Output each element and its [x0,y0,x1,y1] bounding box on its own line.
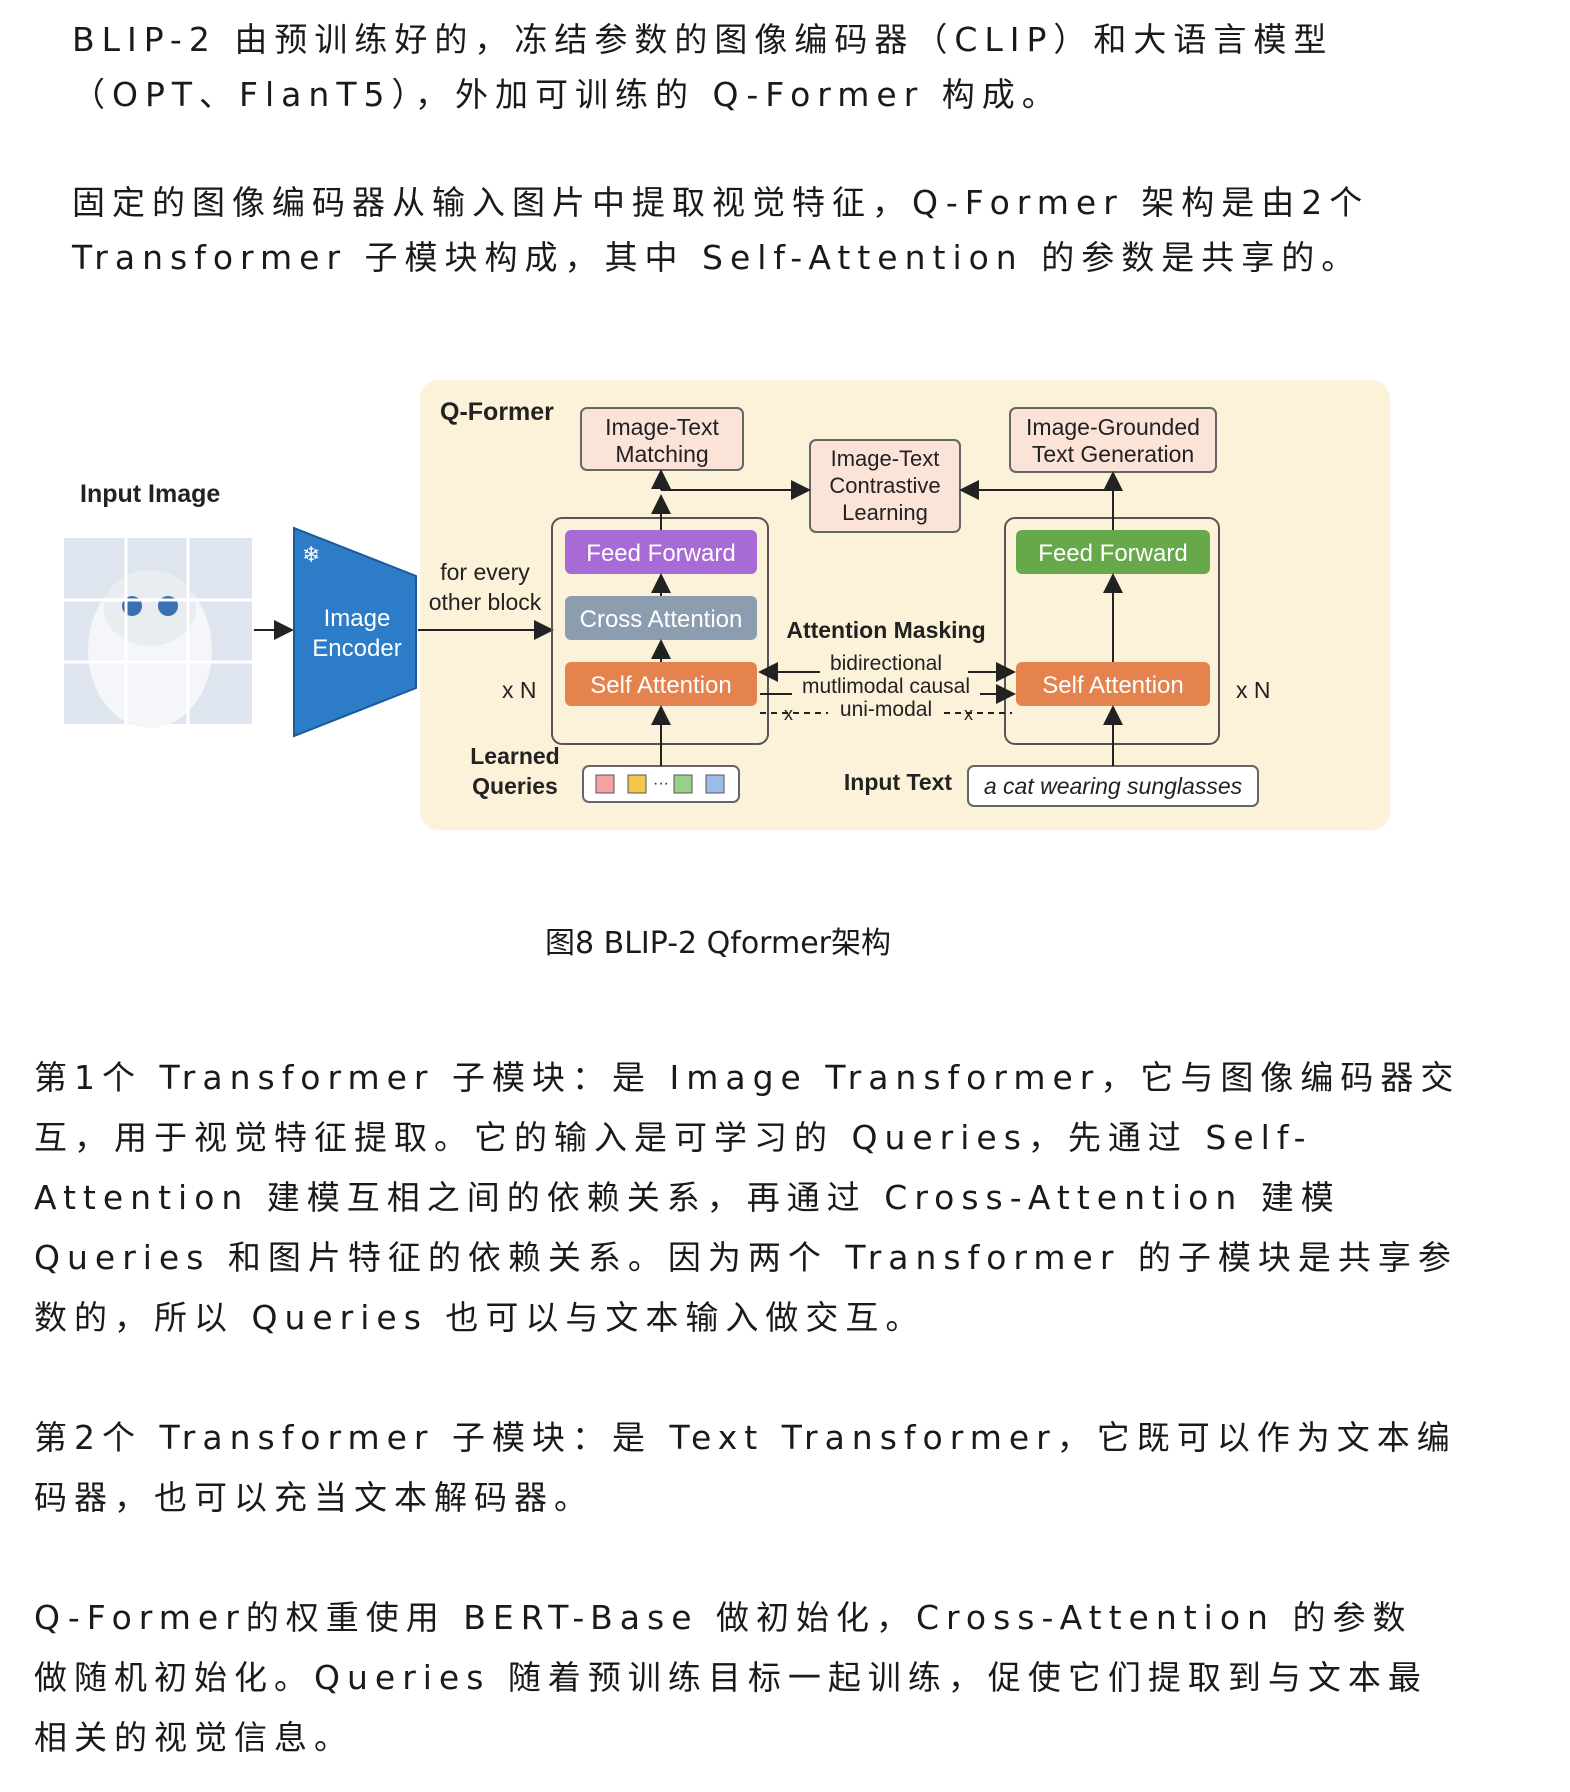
image-transformer-paragraph: 第1个 Transformer 子模块：是 Image Transformer，… [34,1048,1460,1348]
text-line: 第2个 Transformer 子模块：是 Text Transformer，它… [34,1418,1457,1457]
itm-label: Matching [615,441,708,467]
learned-queries-label: Queries [472,773,558,799]
qformer-title: Q-Former [440,398,554,426]
text-line: Queries 和图片特征的依赖关系。因为两个 Transformer 的子模块… [34,1238,1458,1277]
text-line: 数的，所以 Queries 也可以与文本输入做交互。 [34,1298,926,1337]
text-line: 互，用于视觉特征提取。它的输入是可学习的 Queries，先通过 Self- [34,1118,1313,1157]
xn-right-label: x N [1236,677,1271,703]
itg-label: Text Generation [1032,441,1194,467]
mask-causal-label: mutlimodal causal [802,675,970,698]
itg-label: Image-Grounded [1026,414,1200,440]
self-attention-left-label: Self Attention [590,672,731,699]
text-line: 第1个 Transformer 子模块：是 Image Transformer，… [34,1058,1461,1097]
itm-label: Image-Text [605,414,719,440]
cross-attention-label: Cross Attention [580,606,743,633]
itc-label: Learning [842,500,928,525]
text-line: 固定的图像编码器从输入图片中提取视觉特征，Q-Former 架构是由2个 [72,183,1370,222]
svg-text:x: x [964,704,973,724]
query-dots: ··· [653,775,669,792]
self-attention-left [565,662,757,706]
text-line: 做随机初始化。Queries 随着预训练目标一起训练，促使它们提取到与文本最 [34,1658,1428,1697]
text-line: 相关的视觉信息。 [34,1718,354,1757]
feed-forward-right [1016,530,1210,574]
cross-attention-block [565,596,757,640]
itc-label: Contrastive [829,473,940,498]
image-encoder-label: Image [324,605,391,632]
query-token [705,774,725,794]
query-token [627,774,647,794]
input-image-label: Input Image [80,480,220,508]
every-other-block-label: other block [429,589,542,615]
encoder-paragraph: 固定的图像编码器从输入图片中提取视觉特征，Q-Former 架构是由2个 Tra… [72,175,1369,285]
attention-masking-title: Attention Masking [786,617,985,643]
figure-caption: 图8 BLIP-2 Qformer架构 [545,926,891,961]
text-line: 码器，也可以充当文本解码器。 [34,1478,594,1517]
input-text-label: Input Text [844,769,953,795]
query-token [673,774,693,794]
image-encoder-shape [293,526,417,738]
image-encoder-label: Encoder [312,635,401,662]
query-token [595,774,615,794]
initialization-paragraph: Q-Former的权重使用 BERT-Base 做初始化，Cross-Atten… [34,1588,1428,1768]
text-line: Attention 建模互相之间的依赖关系，再通过 Cross-Attentio… [34,1178,1341,1217]
snowflake-icon: ❄ [302,542,320,567]
itc-label: Image-Text [831,446,940,471]
svg-text:x: x [784,704,793,724]
input-image [64,538,252,728]
qformer-diagram: Q-Former Input Image ❄ Image Encoder for… [64,380,1390,830]
text-line: Transformer 子模块构成，其中 Self-Attention 的参数是… [72,238,1362,277]
text-line: （OPT、FlanT5），外加可训练的 Q-Former 构成。 [72,75,1062,114]
text-line: Q-Former的权重使用 BERT-Base 做初始化，Cross-Atten… [34,1598,1413,1637]
self-attention-right [1016,662,1210,706]
intro-paragraph: BLIP-2 由预训练好的，冻结参数的图像编码器（CLIP）和大语言模型 （OP… [72,12,1333,122]
every-other-block-label: for every [440,559,530,585]
text-transformer-paragraph: 第2个 Transformer 子模块：是 Text Transformer，它… [34,1408,1457,1528]
input-text-value: a cat wearing sunglasses [984,773,1243,799]
xn-left-label: x N [502,677,537,703]
text-line: BLIP-2 由预训练好的，冻结参数的图像编码器（CLIP）和大语言模型 [72,20,1334,59]
mask-bidirectional-label: bidirectional [830,652,942,675]
learned-queries-label: Learned [470,743,559,769]
mask-unimodal-label: uni-modal [840,698,932,721]
self-attention-right-label: Self Attention [1042,672,1183,699]
feed-forward-left-label: Feed Forward [586,540,735,567]
feed-forward-left [565,530,757,574]
feed-forward-right-label: Feed Forward [1038,540,1187,567]
